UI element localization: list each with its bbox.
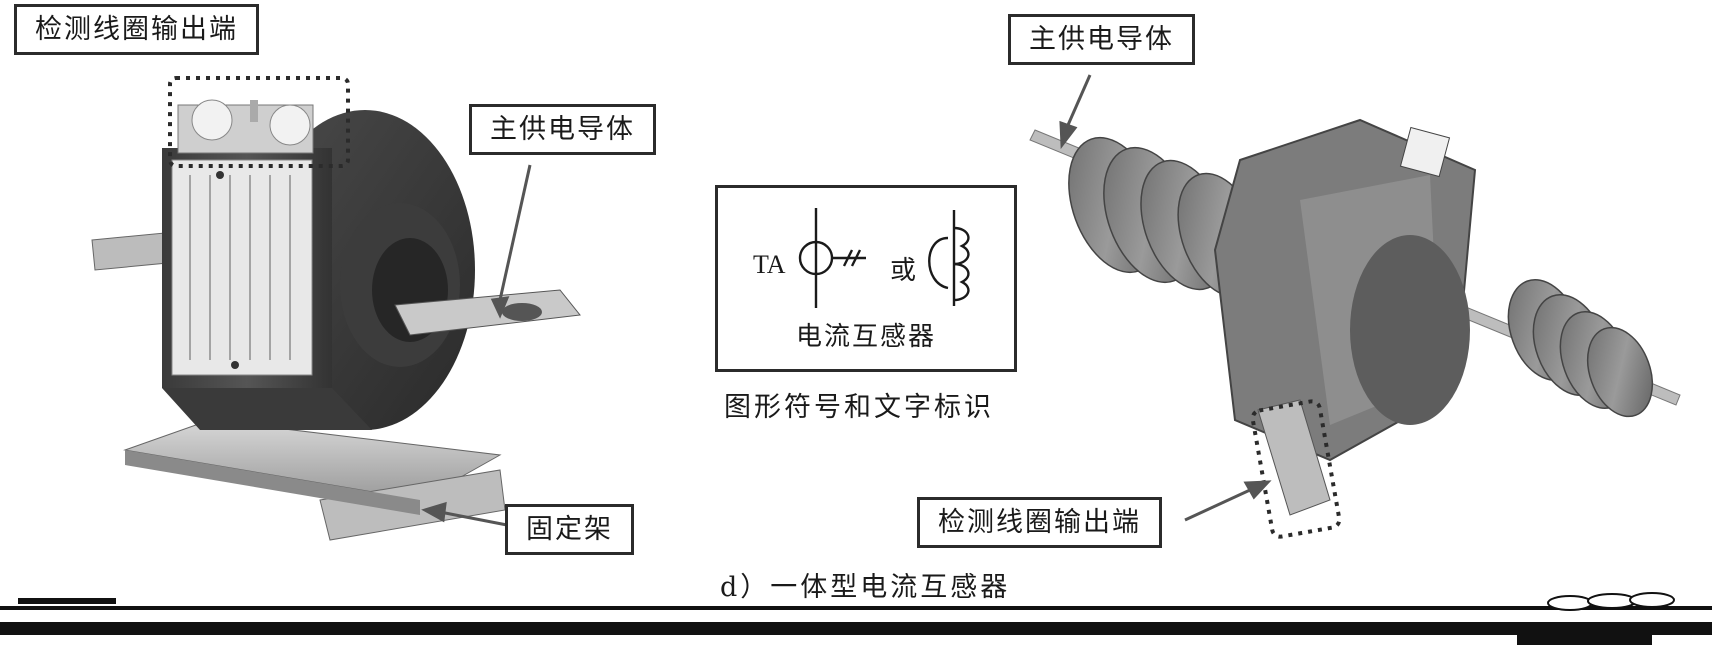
ct-symbol-graphic	[798, 208, 970, 308]
symbol-caption: 图形符号和文字标识	[724, 392, 994, 423]
label-main-conductor-left: 主供电导体	[469, 104, 656, 155]
figure-caption: d）一体型电流互感器	[720, 572, 1011, 603]
label-fixing-bracket: 固定架	[505, 504, 634, 555]
left-transformer-photo	[91, 76, 581, 541]
label-main-conductor-right: 主供电导体	[1008, 14, 1195, 65]
right-transformer-photo	[1029, 118, 1681, 539]
symbol-name: 电流互感器	[795, 322, 936, 352]
bottom-rules	[0, 592, 1712, 645]
ta-label: TA	[753, 250, 786, 279]
or-label: 或	[890, 256, 917, 286]
label-detect-output-left: 检测线圈输出端	[14, 4, 259, 55]
right-leader-lines	[1059, 74, 1272, 522]
symbol-box: TA 或 电流互感器	[715, 185, 1017, 372]
label-detect-output-right: 检测线圈输出端	[917, 497, 1162, 548]
left-leader-lines	[421, 164, 532, 527]
